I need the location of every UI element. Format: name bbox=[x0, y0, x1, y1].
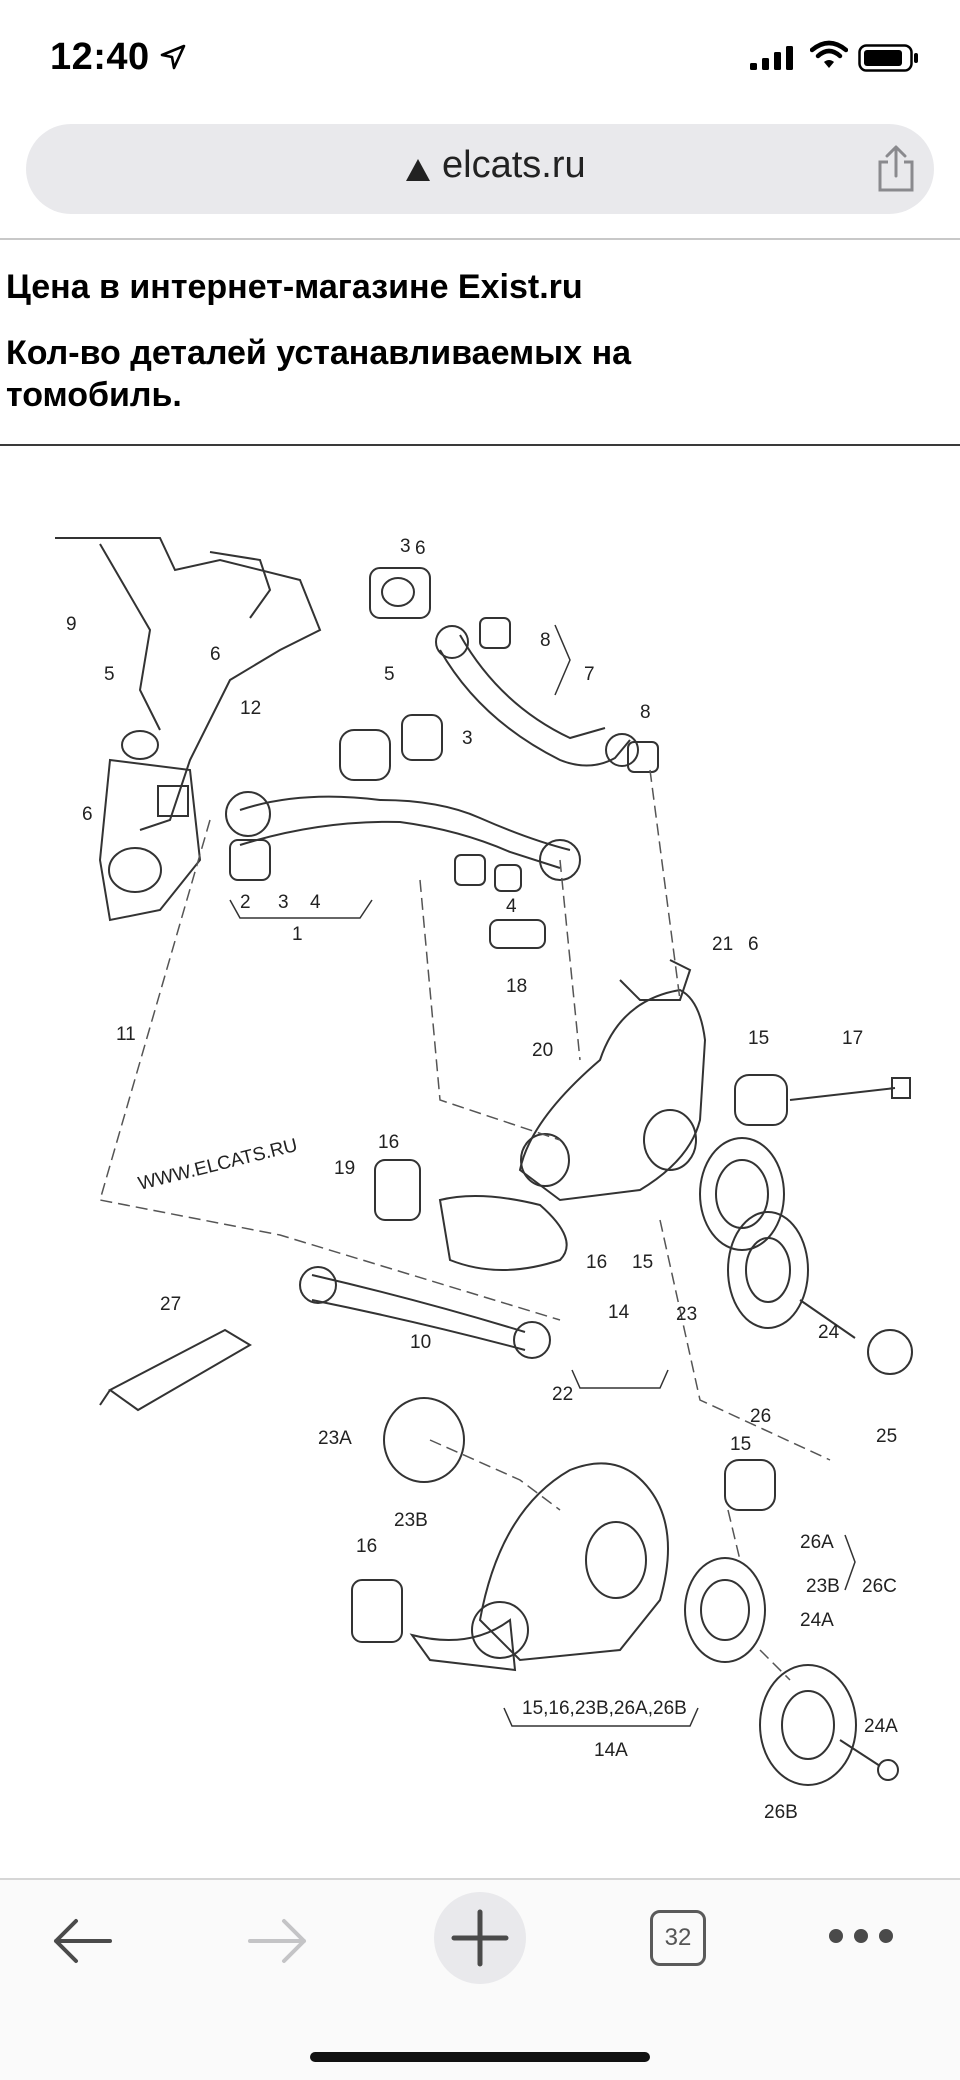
diagram-callout-label: 26A bbox=[800, 1532, 834, 1553]
diagram-callout-label: 6 bbox=[415, 538, 426, 559]
diagram-callout-label: 21 bbox=[712, 934, 733, 955]
quantity-heading-cont: томобиль. bbox=[6, 376, 182, 414]
diagram-callout-label: 3 bbox=[462, 728, 473, 749]
diagram-callout-label: 12 bbox=[240, 698, 261, 719]
browser-toolbar: 32 bbox=[0, 1878, 960, 2080]
diagram-callout-label: 16 bbox=[586, 1252, 607, 1273]
url-text: elcats.ru bbox=[442, 144, 586, 186]
diagram-callout-label: 15 bbox=[748, 1028, 769, 1049]
section-divider bbox=[0, 444, 960, 446]
diagram-callout-label: 20 bbox=[532, 1040, 553, 1061]
address-bar[interactable]: elcats.ru bbox=[26, 124, 934, 214]
wifi-icon bbox=[810, 40, 848, 68]
diagram-callout-label: 14 bbox=[608, 1302, 630, 1323]
diagram-callout-label: 4 bbox=[310, 892, 321, 913]
diagram-callout-label: 3 bbox=[400, 536, 411, 557]
diagram-callout-label: 11 bbox=[116, 1024, 136, 1045]
diagram-callout-label: 23 bbox=[676, 1304, 697, 1325]
cellular-signal-icon bbox=[750, 46, 793, 70]
location-arrow-icon bbox=[160, 44, 186, 70]
diagram-callout-label: 10 bbox=[410, 1332, 431, 1353]
diagram-callout-label: 26C bbox=[862, 1576, 897, 1597]
diagram-callout-label: 24A bbox=[864, 1716, 898, 1737]
battery-icon bbox=[858, 44, 918, 72]
diagram-callout-label: 15 bbox=[730, 1434, 751, 1455]
diagram-callout-label: 25 bbox=[876, 1426, 897, 1447]
diagram-callout-label: 15,16,23B,26A,26B bbox=[522, 1698, 687, 1719]
price-heading: Цена в интернет-магазине Exist.ru bbox=[6, 268, 583, 306]
status-bar: 12:40 bbox=[0, 0, 960, 120]
diagram-callout-label: 6 bbox=[82, 804, 93, 825]
diagram-callout-label: 5 bbox=[104, 664, 115, 685]
more-menu-icon[interactable] bbox=[826, 1926, 896, 1946]
diagram-callout-label: 18 bbox=[506, 976, 527, 997]
tabs-button[interactable]: 32 bbox=[650, 1910, 706, 1966]
diagram-callout-label: 17 bbox=[842, 1028, 863, 1049]
plus-icon bbox=[451, 1909, 509, 1967]
diagram-callout-label: 19 bbox=[334, 1158, 355, 1179]
top-separator bbox=[0, 238, 960, 240]
diagram-callout-label: 3 bbox=[278, 892, 289, 913]
diagram-callout-label: 23B bbox=[806, 1576, 840, 1597]
site-warning-icon bbox=[406, 159, 430, 181]
diagram-callout-label: 2 bbox=[240, 892, 251, 913]
diagram-callout-label: 23A bbox=[318, 1428, 352, 1449]
diagram-callout-label: 24A bbox=[800, 1610, 834, 1631]
new-tab-button[interactable] bbox=[434, 1892, 526, 1984]
back-arrow-icon[interactable] bbox=[50, 1916, 114, 1966]
watermark-text: WWW.ELCATS.RU bbox=[136, 1135, 299, 1195]
forward-arrow-icon[interactable] bbox=[246, 1916, 310, 1966]
diagram-callout-label: 1 bbox=[292, 924, 303, 945]
diagram-callout-label: 14A bbox=[594, 1740, 628, 1761]
diagram-callout-label: 7 bbox=[584, 664, 595, 685]
diagram-callout-label: 6 bbox=[210, 644, 221, 665]
diagram-callout-label: 6 bbox=[748, 934, 759, 955]
diagram-callout-label: 5 bbox=[384, 664, 395, 685]
diagram-callout-label: 4 bbox=[506, 896, 517, 917]
diagram-callout-label: 26B bbox=[764, 1802, 798, 1823]
share-icon[interactable] bbox=[874, 144, 918, 194]
diagram-callout-label: 16 bbox=[356, 1536, 377, 1557]
tab-count: 32 bbox=[664, 1924, 692, 1951]
diagram-callout-label: 15 bbox=[632, 1252, 653, 1273]
diagram-callout-label: 27 bbox=[160, 1294, 181, 1315]
diagram-callout-label: 24 bbox=[818, 1322, 840, 1343]
quantity-heading: Кол-во деталей устанавливаемых на bbox=[6, 334, 632, 372]
status-time: 12:40 bbox=[50, 36, 150, 78]
diagram-callout-label: 9 bbox=[66, 614, 77, 635]
parts-diagram: WWW.ELCATS.RU 3 1 6 9 5 5 6 12 8 7 8 3 6… bbox=[55, 536, 913, 1823]
diagram-callout-label: 23B bbox=[394, 1510, 428, 1531]
diagram-callout-label: 16 bbox=[378, 1132, 399, 1153]
diagram-callout-label: 8 bbox=[540, 630, 551, 651]
diagram-callout-label: 22 bbox=[552, 1384, 573, 1405]
diagram-callout-label: 26 bbox=[750, 1406, 771, 1427]
diagram-callout-label: 8 bbox=[640, 702, 651, 723]
home-indicator bbox=[310, 2052, 650, 2062]
